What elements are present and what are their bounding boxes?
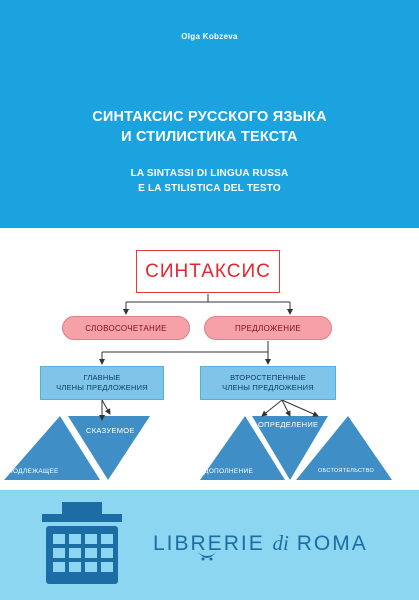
main-members-line-2: ЧЛЕНЫ ПРЕДЛОЖЕНИЯ [56,383,148,392]
author-name: Olga Kobzeva [181,32,238,41]
triangle-subject [4,416,100,480]
typewriter-icon [42,502,122,584]
syntax-diagram: СИНТАКСИС СЛОВОСОЧЕТАНИЕ ПРЕДЛОЖЕНИЕ ГЛА… [0,228,419,490]
wolf-logo-icon [198,552,216,561]
title-russian-line-2: И СТИЛИСТИКА ТЕКСТА [121,129,298,145]
main-members-line-1: ГЛАВНЫЕ [83,373,121,382]
title-russian: СИНТАКСИС РУССКОГО ЯЗЫКА И СТИЛИСТИКА ТЕ… [0,107,419,147]
node-sentence: ПРЕДЛОЖЕНИЕ [204,316,332,340]
node-secondary-members: ВТОРОСТЕПЕННЫЕ ЧЛЕНЫ ПРЕДЛОЖЕНИЯ [200,366,336,400]
secondary-members-line-2: ЧЛЕНЫ ПРЕДЛОЖЕНИЯ [222,383,314,392]
label-attribute: ОПРЕДЕЛЕНИЕ [258,420,319,429]
title-italian: LA SINTASSI DI LINGUA RUSSA E LA STILIST… [0,166,419,196]
cover-header: Olga Kobzeva СИНТАКСИС РУССКОГО ЯЗЫКА И … [0,0,419,228]
triangle-adverbial [296,416,392,480]
title-russian-line-1: СИНТАКСИС РУССКОГО ЯЗЫКА [92,109,327,125]
publisher-banner: LIBRERIE di ROMA [0,490,419,600]
title-italian-line-1: LA SINTASSI DI LINGUA RUSSA [130,168,289,179]
secondary-members-line-1: ВТОРОСТЕПЕННЫЕ [230,373,306,382]
arrow-main-right [101,399,111,415]
label-predicate: СКАЗУЕМОЕ [86,426,135,435]
brand-roma: ROMA [296,532,368,555]
arrow-secondary-mid [281,399,291,417]
node-main-members: ГЛАВНЫЕ ЧЛЕНЫ ПРЕДЛОЖЕНИЯ [40,366,164,400]
publisher-logo-text: LIBRERIE di ROMA [153,531,368,556]
arrow-secondary-left [261,399,283,417]
label-adverbial: ОБСТОЯТЕЛЬСТВО [318,468,375,474]
triangle-attribute [252,416,328,480]
brand-di: di [272,531,289,555]
node-word-combination: СЛОВОСОЧЕТАНИЕ [62,316,190,340]
label-subject: ПОДЛЕЖАЩЕЕ [8,468,59,475]
triangle-predicate [68,416,150,480]
node-syntax: СИНТАКСИС [136,250,280,293]
label-object: ДОПОЛНЕНИЕ [204,468,254,475]
arrow-secondary-right [281,399,319,417]
title-italian-line-2: E LA STILISTICA DEL TESTO [138,183,281,194]
diagram-graphics [4,294,392,480]
triangle-object [200,416,285,480]
brand-librerie: LIBRERIE [153,532,265,555]
